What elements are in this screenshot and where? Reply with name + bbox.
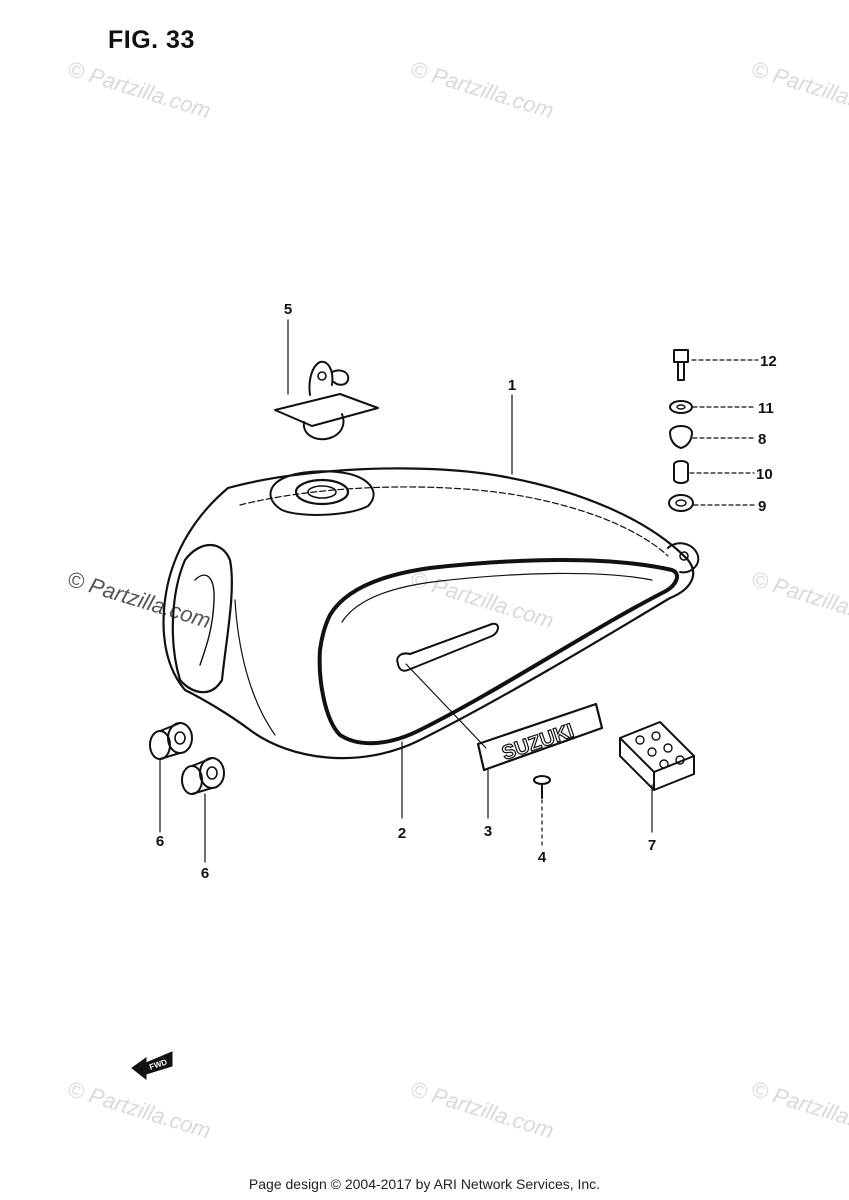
fuel-tank xyxy=(162,467,700,760)
callout-6: 6 xyxy=(201,865,209,882)
callout-6: 6 xyxy=(156,833,164,850)
callout-10: 10 xyxy=(756,466,773,483)
callout-9: 9 xyxy=(758,498,766,515)
forward-arrow-icon: FWD xyxy=(131,1051,173,1081)
cushion-ring xyxy=(668,494,694,512)
rear-cushion xyxy=(619,721,695,791)
spacer xyxy=(673,460,689,484)
callout-8: 8 xyxy=(758,431,766,448)
emblem-text: SUZUKI xyxy=(499,720,577,765)
callout-2: 2 xyxy=(398,825,406,842)
callout-12: 12 xyxy=(760,353,777,370)
callout-3: 3 xyxy=(484,823,492,840)
callout-5: 5 xyxy=(284,301,292,318)
figure-title: FIG. 33 xyxy=(108,26,195,54)
grommet xyxy=(669,425,693,449)
bolt xyxy=(673,349,689,381)
cushion xyxy=(181,757,225,795)
leader-lines xyxy=(159,319,759,863)
fuel-cap xyxy=(274,360,379,441)
callout-7: 7 xyxy=(648,837,656,854)
callout-11: 11 xyxy=(758,400,774,417)
cushion xyxy=(149,722,193,760)
tank-stripe xyxy=(317,558,680,746)
callout-4: 4 xyxy=(538,849,547,866)
suzuki-emblem xyxy=(476,702,604,772)
page-footer: Page design © 2004-2017 by ARI Network S… xyxy=(248,1176,601,1192)
screw xyxy=(533,775,551,799)
callout-1: 1 xyxy=(508,377,516,394)
washer xyxy=(669,400,693,414)
